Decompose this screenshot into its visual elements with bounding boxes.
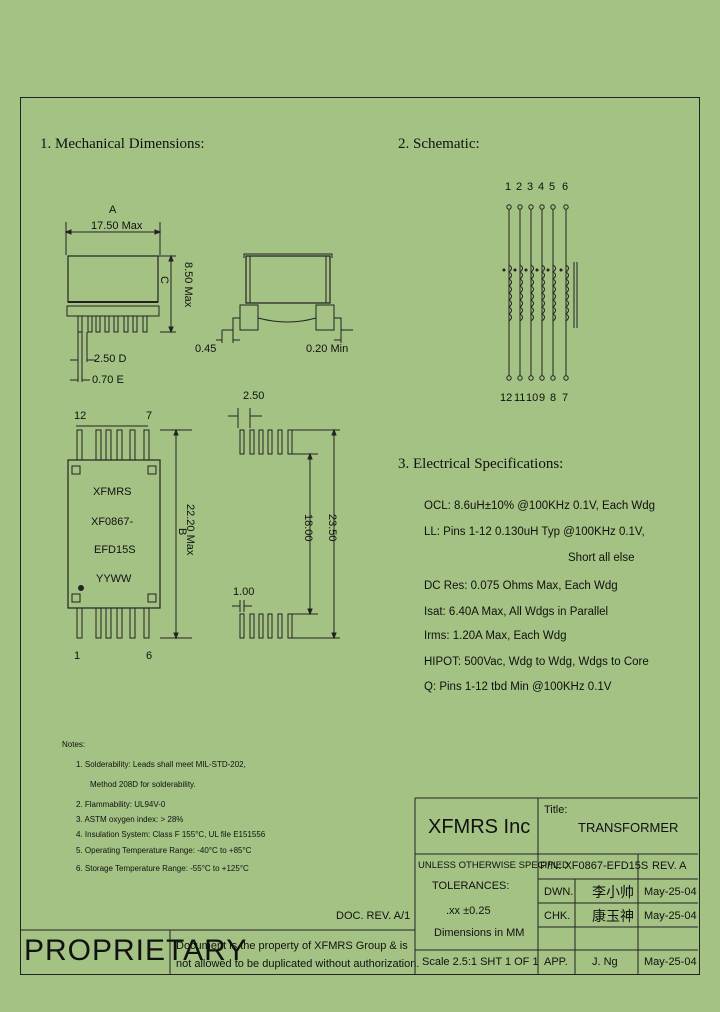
electrical-heading: 3. Electrical Specifications: <box>398 456 564 472</box>
schematic-heading: 2. Schematic: <box>398 136 480 152</box>
app-label: APP. <box>544 956 568 968</box>
schematic-pin-6: 6 <box>562 181 569 193</box>
schematic-pin-2: 2 <box>516 181 523 193</box>
proprietary-label: PROPRIETARY <box>24 934 248 967</box>
pin-label-1: 1 <box>74 650 81 662</box>
dim-a-letter: A <box>109 204 117 216</box>
dwn-label: DWN. <box>544 886 574 898</box>
marking-line-2: XF0867- <box>91 516 134 528</box>
title-label: Title: <box>544 804 568 816</box>
schematic-pin-12: 12 <box>500 392 513 404</box>
marking-line-1: XFMRS <box>93 486 132 498</box>
app-date: May-25-04 <box>644 956 697 968</box>
notes-heading: Notes: <box>62 740 86 749</box>
spec-hipot: HIPOT: 500Vac, Wdg to Wdg, Wdgs to Core <box>424 656 649 668</box>
spec-ll-cont: Short all else <box>568 552 635 564</box>
dwn-date: May-25-04 <box>644 886 697 898</box>
mechanical-heading: 1. Mechanical Dimensions: <box>40 136 205 152</box>
spec-ll: LL: Pins 1-12 0.130uH Typ @100KHz 0.1V, <box>424 526 645 538</box>
pad-span-1: 18.00 <box>302 514 314 542</box>
app-signature: J. Ng <box>592 956 618 968</box>
pad-pitch: 2.50 <box>243 390 265 402</box>
dim-d: 2.50 D <box>94 353 127 365</box>
proprietary-line-2: not allowed to be duplicated without aut… <box>176 958 420 970</box>
dim-a: 17.50 Max <box>91 220 143 232</box>
note-4: 4. Insulation System: Class F 155°C, UL … <box>76 830 266 839</box>
pad-width: 1.00 <box>233 586 255 598</box>
schematic-pin-4: 4 <box>538 181 545 193</box>
schematic-pin-11: 11 <box>514 392 526 404</box>
tolerances-label: TOLERANCES: <box>432 880 510 892</box>
dim-b: 22.20 Max <box>184 504 196 556</box>
title-value: TRANSFORMER <box>578 820 679 835</box>
spec-q: Q: Pins 1-12 tbd Min @100KHz 0.1V <box>424 681 612 693</box>
note-1: 1. Solderability: Leads shall meet MIL-S… <box>76 760 246 769</box>
pad-span-2: 23.50 <box>326 514 338 542</box>
company-name: XFMRS Inc <box>428 816 531 838</box>
drawing-sheet <box>20 97 700 975</box>
schematic-pin-3: 3 <box>527 181 534 193</box>
spec-irms: Irms: 1.20A Max, Each Wdg <box>424 630 567 642</box>
front-view <box>64 222 176 382</box>
note-3: 3. ASTM oxygen index: > 28% <box>76 815 184 824</box>
part-number: P/N: XF0867-EFD15S <box>540 860 649 872</box>
dim-020: 0.20 Min <box>306 343 349 355</box>
dwn-signature: 李小帅 <box>592 884 634 900</box>
note-5: 5. Operating Temperature Range: -40°C to… <box>76 846 252 855</box>
schematic-pin-7: 7 <box>562 392 569 404</box>
note-1-cont: Method 208D for solderability. <box>90 780 196 789</box>
schematic-drawing <box>502 204 578 381</box>
schematic-pin-10: 10 <box>526 392 539 404</box>
pad-layout <box>228 408 340 640</box>
spec-ocl: OCL: 8.6uH±10% @100KHz 0.1V, Each Wdg <box>424 500 656 512</box>
dim-045: 0.45 <box>195 343 217 355</box>
proprietary-line-1: Document is the property of XFMRS Group … <box>176 940 408 952</box>
pin-label-6: 6 <box>146 650 153 662</box>
marking-line-3: EFD15S <box>94 544 136 556</box>
schematic-pin-8: 8 <box>550 392 557 404</box>
dim-e: 0.70 E <box>92 374 124 386</box>
tolerance-value: .xx ±0.25 <box>446 905 491 917</box>
note-6: 6. Storage Temperature Range: -55°C to +… <box>76 864 249 873</box>
doc-rev: DOC. REV. A/1 <box>336 910 411 922</box>
revision: REV. A <box>652 860 687 872</box>
spec-isat: Isat: 6.40A Max, All Wdgs in Parallel <box>424 606 609 618</box>
scale-sheet: Scale 2.5:1 SHT 1 OF 1 <box>422 956 539 968</box>
note-2: 2. Flammability: UL94V-0 <box>76 800 166 809</box>
schematic-pin-1: 1 <box>505 181 512 193</box>
dimensions-unit: Dimensions in MM <box>434 927 525 939</box>
dim-c: 8.50 Max <box>182 262 194 308</box>
pin-label-7: 7 <box>146 410 153 422</box>
chk-signature: 康玉神 <box>592 908 634 924</box>
marking-line-4: YYWW <box>96 573 132 585</box>
schematic-pin-9: 9 <box>539 392 546 404</box>
side-view <box>216 253 353 343</box>
chk-date: May-25-04 <box>644 910 697 922</box>
top-view <box>67 425 192 640</box>
unless-specified: UNLESS OTHERWISE SPECIFIED <box>418 860 569 871</box>
title-block-lines <box>20 797 698 975</box>
pin-label-12: 12 <box>74 410 87 422</box>
spec-dcr: DC Res: 0.075 Ohms Max, Each Wdg <box>424 580 618 592</box>
dim-c-letter: C <box>158 276 170 284</box>
chk-label: CHK. <box>544 910 571 922</box>
schematic-pin-5: 5 <box>549 181 556 193</box>
